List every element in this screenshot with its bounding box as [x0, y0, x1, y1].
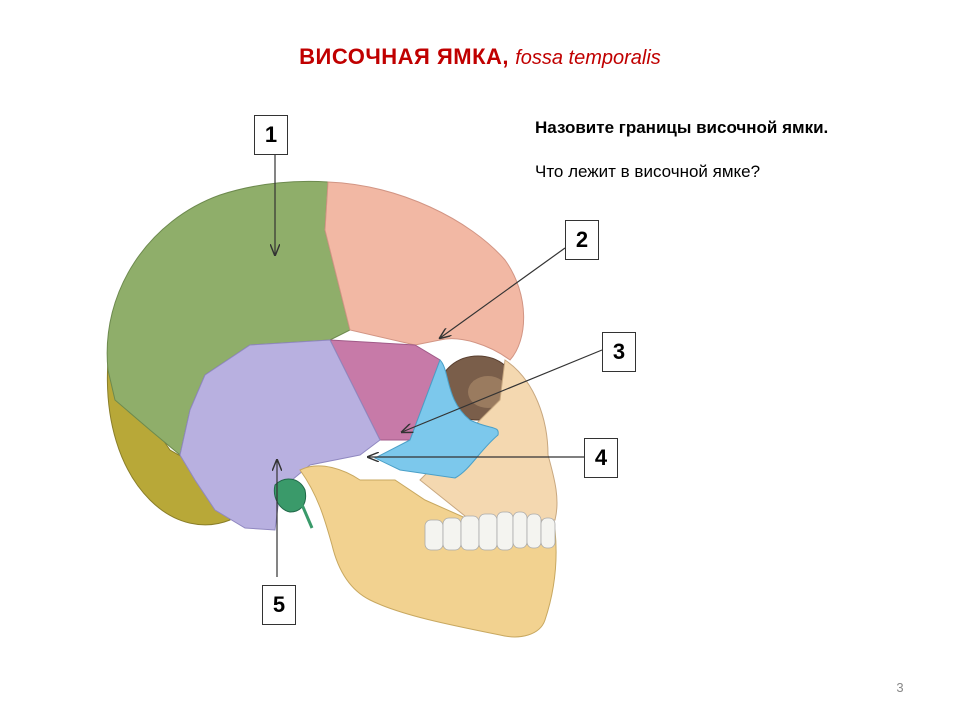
label-box-2: 2 [565, 220, 599, 260]
teeth [424, 511, 556, 551]
question-contents: Что лежит в височной ямке? [535, 162, 761, 181]
pointer-line-2 [440, 247, 566, 338]
title-russian: ВИСОЧНАЯ ЯМКА, [299, 44, 510, 69]
page-number: 3 [896, 680, 904, 695]
label-box-3: 3 [602, 332, 636, 372]
title-latin: fossa temporalis [515, 47, 661, 69]
frontal-bone [324, 181, 525, 361]
zygomatic-bone [373, 359, 499, 479]
label-box-1: 1 [254, 115, 288, 155]
label-box-4: 4 [584, 438, 618, 478]
styloid-process [273, 478, 307, 513]
question-borders: Назовите границы височной ямки. [535, 118, 829, 137]
pointer-line-3 [402, 349, 603, 432]
slide-title: ВИСОЧНАЯ ЯМКА, fossa temporalis [0, 44, 960, 70]
label-box-5: 5 [262, 585, 296, 625]
mandible [299, 465, 557, 638]
